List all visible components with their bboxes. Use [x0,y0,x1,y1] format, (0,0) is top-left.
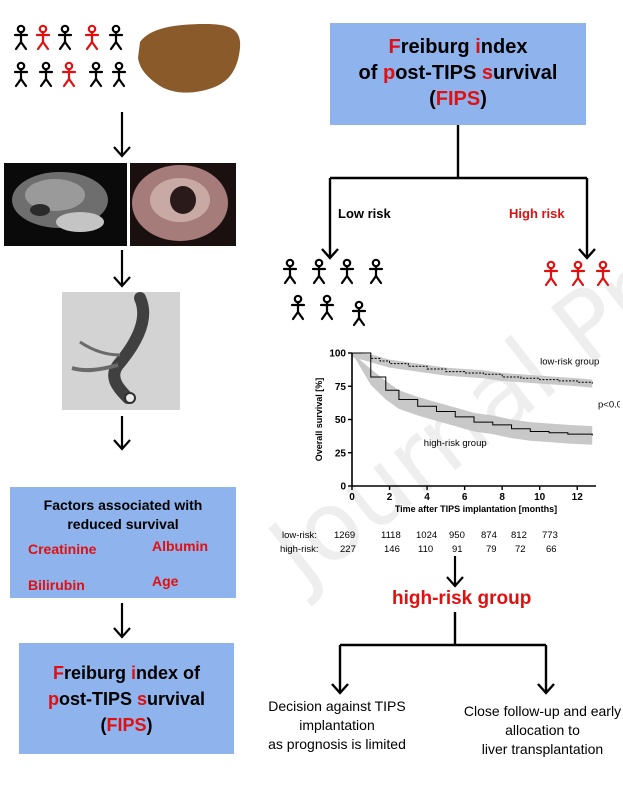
person-icon [13,24,29,51]
text-line: as prognosis is limited [268,736,406,752]
person-icon [57,24,73,51]
arrow-icon [113,250,131,288]
factor-bilirubin: Bilirubin [28,577,85,593]
factor-age: Age [152,573,179,589]
high-risk-label: High risk [509,206,565,221]
series-label-high: high-risk group [424,438,487,449]
ultrasound-image [4,163,127,246]
person-icon [339,258,355,285]
text-line: Decision against TIPS [268,698,406,714]
x-tick-label: 12 [572,492,584,503]
text-line: allocation to [505,722,580,738]
x-tick-label: 8 [499,492,505,503]
person-icon [290,294,306,321]
factor-creatinine: Creatinine [28,541,97,557]
person-icon [311,258,327,285]
arrow-icon [113,112,131,158]
arrow-icon [446,556,464,588]
fips-line-1: Freiburg index [388,36,528,58]
arrow-icon [113,603,131,639]
y-axis-label: Overall survival [%] [314,378,324,462]
text-line: Close follow-up and early [463,703,622,719]
x-tick-label: 0 [349,492,355,503]
x-tick-label: 2 [387,492,393,503]
person-icon [84,24,100,51]
factor-albumin: Albumin [152,538,208,554]
x-axis-label: Time after TIPS implantation [months] [395,504,557,514]
person-icon [368,258,384,285]
x-tick-label: 10 [534,492,546,503]
fips-line-3: (FIPS) [100,715,153,735]
fips-line-2: post-TIPS survival [47,689,206,709]
person-icon [282,258,298,285]
series-label-low: low-risk group [540,356,599,367]
endoscopy-image [130,163,236,246]
y-tick-label: 75 [335,382,347,393]
person-icon [319,294,335,321]
person-icon [35,24,51,51]
fips-title: Freiburg index of post-TIPS survival (FI… [19,660,234,738]
close-follow-up-text: Close follow-up and early allocation to … [460,702,623,759]
factors-title: Factors associated with reduced survival [43,497,203,532]
person-icon [61,61,77,88]
y-tick-label: 50 [335,415,347,426]
person-icon [570,260,586,287]
y-tick-label: 25 [335,448,347,459]
x-tick-label: 6 [462,492,468,503]
text-line: implantation [299,717,375,733]
person-icon [111,61,127,88]
fips-line-1: Freiburg index of [52,663,201,683]
fips-line-3: (FIPS) [429,88,487,110]
high-risk-group-label: high-risk group [392,588,532,609]
series-line [352,352,593,436]
person-icon [595,260,611,287]
person-icon [38,61,54,88]
low-risk-label: Low risk [338,206,391,221]
liver-icon [138,24,241,93]
factors-box: Factors associated with reduced survival… [10,487,236,598]
x-tick-label: 4 [424,492,430,503]
fips-title: Freiburg index of post-TIPS survival (FI… [330,34,586,112]
p-value: p<0.001 [598,400,620,411]
confidence-band [352,353,593,445]
series-line [352,352,593,384]
confidence-band [352,353,593,388]
branch-lines [321,125,596,260]
tips-angiography-image [62,292,180,410]
text-line: liver transplantation [481,741,604,757]
decision-against-tips-text: Decision against TIPS implantation as pr… [262,697,412,754]
decision-lines [331,612,555,695]
person-icon [13,61,29,88]
fips-box-top: Freiburg index of post-TIPS survival (FI… [330,23,586,125]
person-icon [88,61,104,88]
arrow-icon [113,416,131,451]
person-icon [351,300,367,327]
person-icon [108,24,124,51]
person-icon [543,260,559,287]
y-tick-label: 100 [329,349,346,360]
y-tick-label: 0 [340,482,346,493]
fips-line-2: of post-TIPS survival [358,62,558,84]
fips-box-bottom: Freiburg index of post-TIPS survival (FI… [19,643,234,754]
